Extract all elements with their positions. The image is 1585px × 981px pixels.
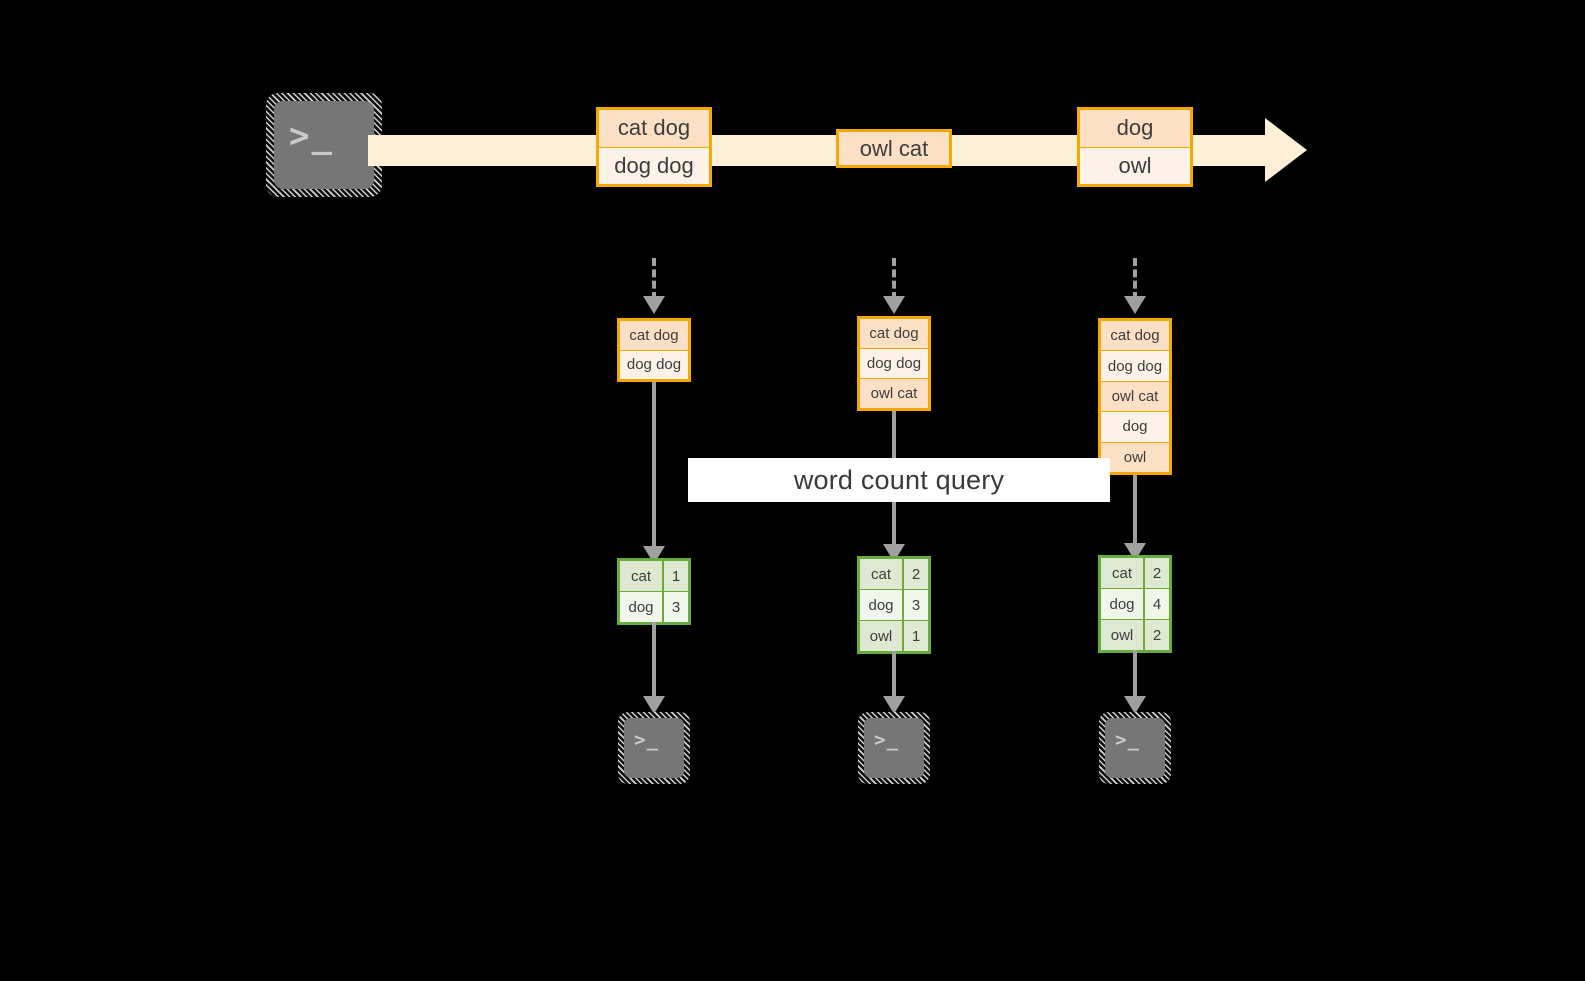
snapshot-input-row: dog <box>1101 411 1169 442</box>
snapshot-trigger-arrowhead <box>1124 296 1146 314</box>
source-terminal-icon: >_ <box>266 93 382 197</box>
snapshot-input-row: owl cat <box>1101 380 1169 412</box>
stream-event-box[interactable]: owl cat <box>836 129 952 168</box>
result-key: dog <box>860 590 904 620</box>
query-label-band: word count query <box>688 458 1110 502</box>
result-key: dog <box>620 592 664 622</box>
snapshot-trigger-line <box>1133 258 1137 300</box>
terminal-screen: >_ <box>864 718 924 778</box>
terminal-screen: >_ <box>1105 718 1165 778</box>
query-flow-line <box>1133 475 1137 547</box>
result-table[interactable]: cat 2 dog 3 owl 1 <box>857 556 931 654</box>
snapshot-input-row: cat dog <box>1101 321 1169 351</box>
result-row: cat 2 <box>860 559 928 589</box>
result-row: cat 1 <box>620 561 688 591</box>
snapshot-trigger-line <box>892 258 896 300</box>
stream-event-box[interactable]: dog owl <box>1077 107 1193 187</box>
sink-flow-line <box>1133 650 1137 700</box>
sink-flow-line <box>892 651 896 700</box>
snapshot-input-table[interactable]: cat dog dog dog owl cat <box>857 316 931 411</box>
result-key: owl <box>860 621 904 651</box>
terminal-prompt-glyph: >_ <box>874 729 899 751</box>
snapshot-trigger-arrowhead <box>643 296 665 314</box>
result-row: dog 3 <box>860 589 928 620</box>
result-table[interactable]: cat 2 dog 4 owl 2 <box>1098 555 1172 653</box>
snapshot-input-row: dog dog <box>1101 350 1169 381</box>
sink-terminal-icon: >_ <box>858 712 930 784</box>
snapshot-input-row: cat dog <box>620 321 688 350</box>
sink-flow-arrowhead <box>643 696 665 714</box>
snapshot-input-row: dog dog <box>860 348 928 378</box>
snapshot-input-table[interactable]: cat dog dog dog <box>617 318 691 382</box>
result-key: cat <box>860 559 904 589</box>
result-row: dog 3 <box>620 591 688 622</box>
result-row: cat 2 <box>1101 558 1169 588</box>
query-flow-line <box>652 382 656 550</box>
result-value: 2 <box>1145 620 1169 650</box>
result-key: dog <box>1101 589 1145 619</box>
terminal-screen: >_ <box>624 718 684 778</box>
result-key: owl <box>1101 620 1145 650</box>
result-value: 1 <box>664 561 688 591</box>
result-value: 2 <box>904 559 928 589</box>
stream-event-line: cat dog <box>599 110 709 147</box>
result-row: owl 2 <box>1101 619 1169 650</box>
result-key: cat <box>1101 558 1145 588</box>
terminal-screen: >_ <box>274 101 374 189</box>
stream-event-line: dog <box>1080 110 1190 147</box>
sink-flow-arrowhead <box>883 696 905 714</box>
snapshot-input-row: owl <box>1101 441 1169 473</box>
result-value: 4 <box>1145 589 1169 619</box>
result-table[interactable]: cat 1 dog 3 <box>617 558 691 625</box>
query-label-text: word count query <box>793 464 1005 495</box>
terminal-prompt-glyph: >_ <box>289 116 334 156</box>
result-row: dog 4 <box>1101 588 1169 619</box>
result-value: 1 <box>904 621 928 651</box>
terminal-prompt-glyph: >_ <box>634 729 659 751</box>
stream-event-box[interactable]: cat dog dog dog <box>596 107 712 187</box>
stream-event-line: owl <box>1080 146 1190 184</box>
snapshot-trigger-line <box>652 258 656 300</box>
stream-event-line: owl cat <box>839 132 949 165</box>
sink-terminal-icon: >_ <box>618 712 690 784</box>
result-value: 3 <box>904 590 928 620</box>
snapshot-input-table[interactable]: cat dog dog dog owl cat dog owl <box>1098 318 1172 475</box>
result-row: owl 1 <box>860 620 928 651</box>
snapshot-input-row: owl cat <box>860 378 928 408</box>
sink-flow-arrowhead <box>1124 696 1146 714</box>
result-key: cat <box>620 561 664 591</box>
stream-event-line: dog dog <box>599 146 709 184</box>
snapshot-trigger-arrowhead <box>883 296 905 314</box>
sink-terminal-icon: >_ <box>1099 712 1171 784</box>
result-value: 3 <box>664 592 688 622</box>
sink-flow-line <box>652 622 656 700</box>
result-value: 2 <box>1145 558 1169 588</box>
stream-arrow-head <box>1265 118 1307 182</box>
terminal-prompt-glyph: >_ <box>1115 729 1140 751</box>
snapshot-input-row: cat dog <box>860 319 928 348</box>
snapshot-input-row: dog dog <box>620 349 688 379</box>
